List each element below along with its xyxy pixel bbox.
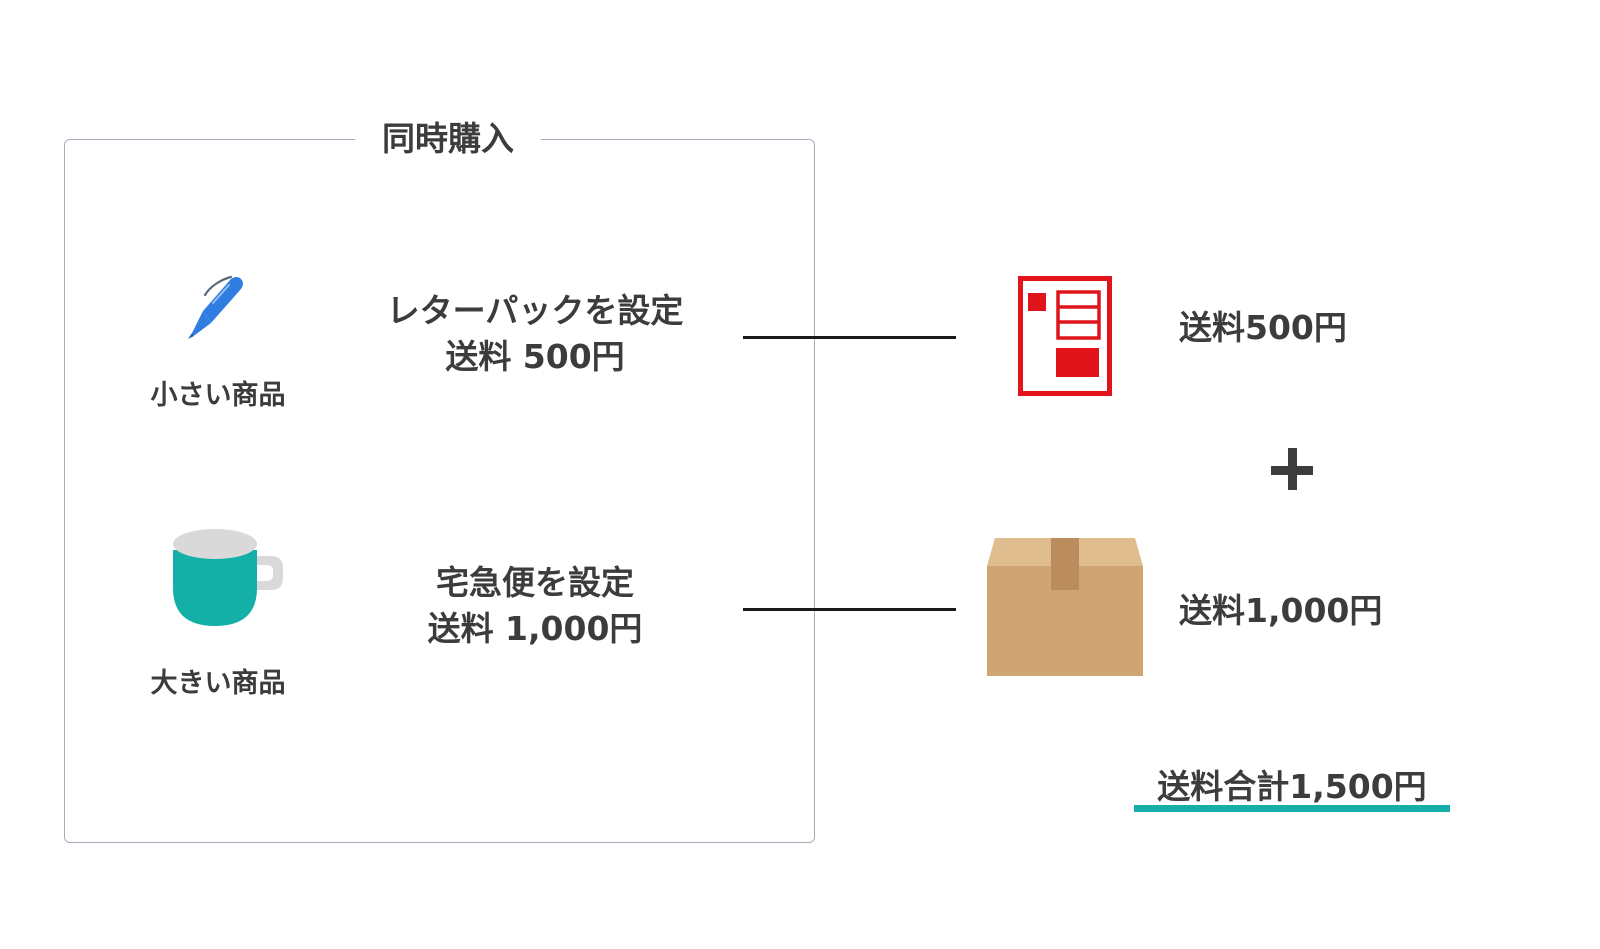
connector-line: [743, 336, 956, 339]
shipping-total: 送料合計1,500円: [1157, 767, 1427, 806]
setting-method: レターパックを設定: [386, 291, 684, 330]
setting-fee: 送料 500円: [445, 337, 625, 376]
group-title: 同時購入: [355, 114, 541, 164]
item-label-small: 小さい商品: [150, 380, 286, 411]
price-takkyubin: 送料1,000円: [1179, 591, 1383, 630]
total-underline: [1134, 805, 1450, 812]
cardboard-box-icon: [987, 538, 1143, 676]
letterpack-icon: [1018, 276, 1112, 396]
setting-fee: 送料 1,000円: [427, 609, 643, 648]
plus-icon: [1271, 448, 1315, 492]
item-label-large: 大きい商品: [150, 668, 286, 699]
connector-line: [743, 608, 956, 611]
price-letterpack: 送料500円: [1179, 308, 1347, 347]
pen-icon: [188, 275, 243, 339]
setting-takkyubin: 宅急便を設定 送料 1,000円: [325, 560, 745, 652]
mug-icon: [173, 529, 283, 626]
setting-letterpack: レターパックを設定 送料 500円: [325, 288, 745, 380]
setting-method: 宅急便を設定: [436, 563, 634, 602]
simultaneous-purchase-group: [64, 139, 815, 843]
